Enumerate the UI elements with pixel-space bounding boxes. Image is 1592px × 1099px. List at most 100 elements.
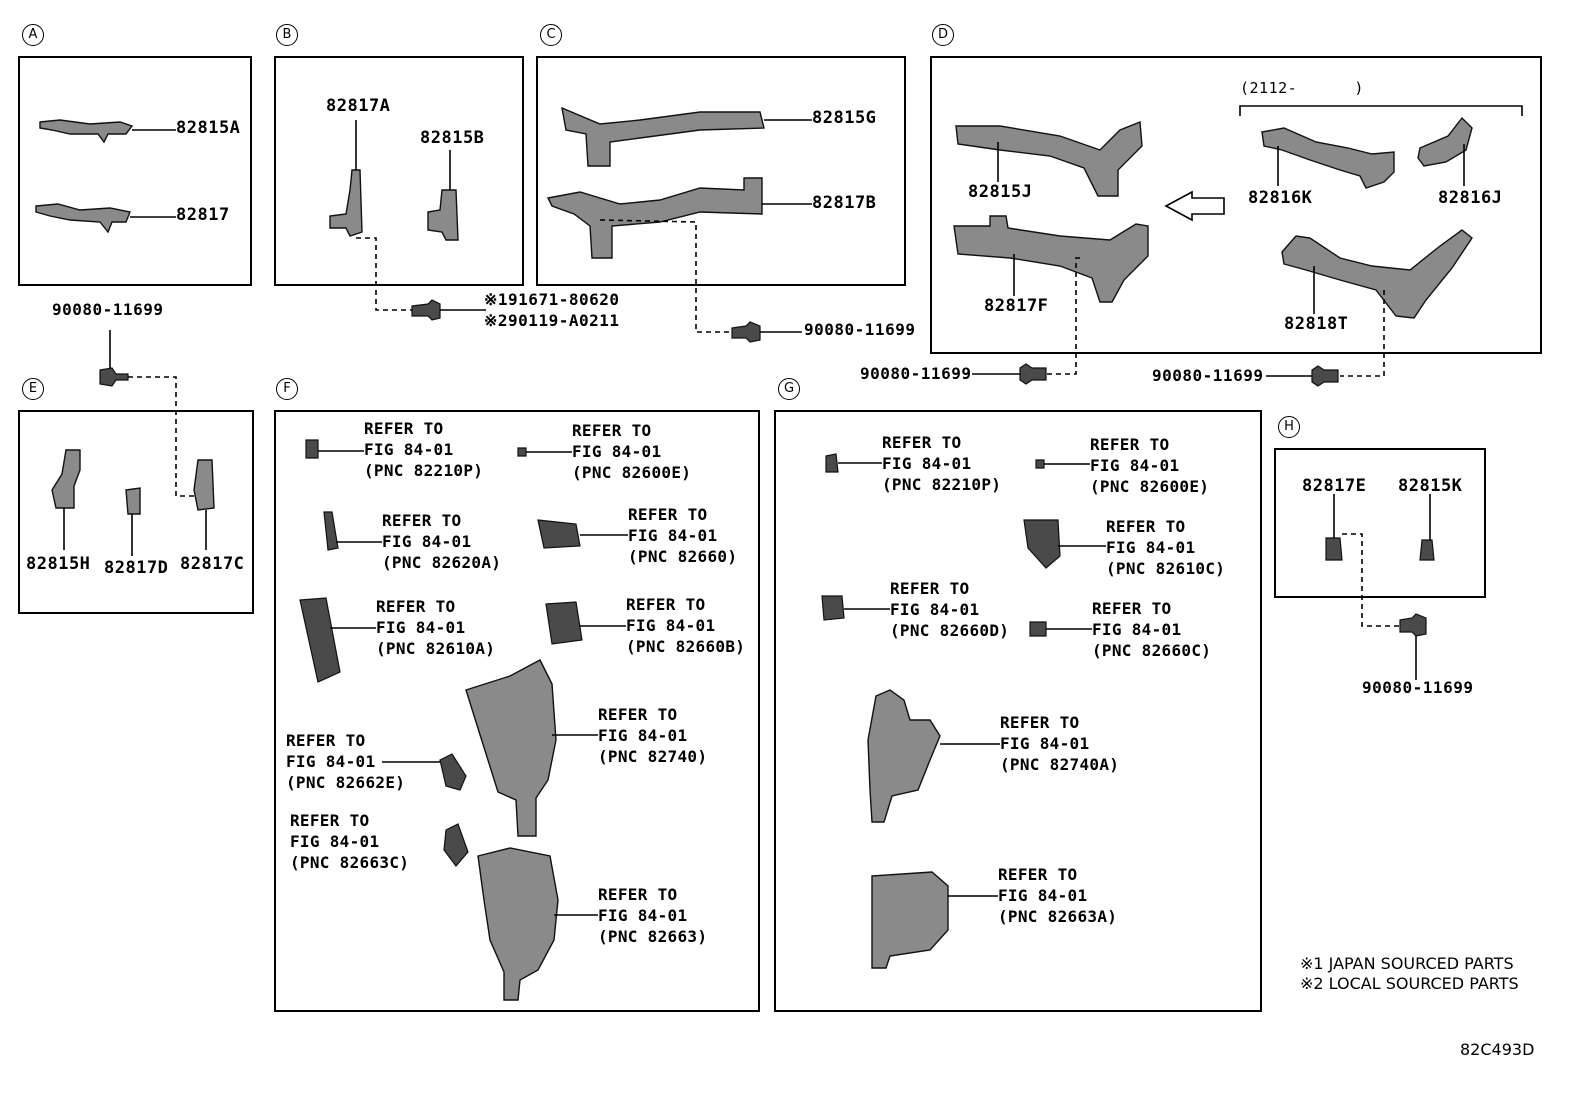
section-f-box (274, 410, 760, 1012)
f-82660-shape (537, 519, 581, 549)
fastener-c-90080-11699: 90080-11699 (804, 320, 916, 339)
part-82817C-shape (193, 459, 215, 511)
fastener-191671-80620: ※191671-80620 (484, 290, 620, 309)
section-b-box (274, 56, 524, 286)
part-number-82815A: 82815A (176, 118, 241, 138)
part-82817A-shape (329, 169, 363, 237)
section-a-box (18, 56, 252, 286)
g-82600E-shape (1035, 459, 1045, 469)
arrow-left-shape (1164, 190, 1225, 222)
diagram-code: 82C493D (1460, 1040, 1535, 1059)
section-g-box (774, 410, 1262, 1012)
f-82663-shape (477, 847, 559, 1001)
part-82815G-shape (561, 106, 765, 167)
g-82663A-shape (871, 871, 949, 969)
section-h-box (1274, 448, 1486, 598)
part-number-82817A: 82817A (326, 96, 391, 116)
section-label-g: G (778, 378, 800, 400)
bolt-h-shape (1399, 613, 1427, 637)
section-label-b: B (276, 24, 298, 46)
part-82816J-shape (1417, 116, 1473, 167)
part-82817E-shape (1325, 537, 1343, 561)
section-e-box (18, 410, 254, 614)
part-number-82816K: 82816K (1248, 188, 1313, 208)
part-number-82815J: 82815J (968, 182, 1033, 202)
part-82817D-shape (125, 487, 141, 515)
g-82660C-shape (1029, 621, 1047, 637)
legend-local-sourced: ※2 LOCAL SOURCED PARTS (1300, 974, 1519, 993)
bolt-d2-shape (1311, 365, 1339, 387)
f-82660B-shape (545, 601, 583, 645)
g-82610C-shape (1023, 519, 1061, 569)
f-82740-shape (465, 659, 557, 837)
part-82815H-shape (51, 449, 81, 509)
part-number-82817E: 82817E (1302, 476, 1367, 496)
section-label-d: D (932, 24, 954, 46)
part-number-82815G: 82815G (812, 108, 877, 128)
f-82662E-shape (439, 753, 467, 791)
part-82817B-shape (546, 177, 763, 259)
part-number-82817B: 82817B (812, 193, 877, 213)
f-82663C-shape (443, 823, 469, 867)
part-number-82817D: 82817D (104, 558, 169, 578)
bolt-e-shape (99, 367, 129, 387)
part-82818T-shape (1281, 229, 1473, 319)
part-82817-shape (35, 203, 131, 234)
g-82660D-shape (821, 595, 845, 621)
part-number-82816J: 82816J (1438, 188, 1503, 208)
part-82816K-shape (1261, 127, 1395, 189)
bolt-c-shape (731, 321, 761, 343)
section-c-box (536, 56, 906, 286)
fastener-e-90080-11699: 90080-11699 (52, 300, 164, 319)
fastener-h-90080-11699: 90080-11699 (1362, 678, 1474, 697)
f-82210P-shape (305, 439, 319, 459)
section-label-h: H (1278, 416, 1300, 438)
g-82210P-shape (825, 453, 839, 473)
part-number-82815B: 82815B (420, 128, 485, 148)
part-number-82817F: 82817F (984, 296, 1049, 316)
section-label-c: C (540, 24, 562, 46)
g-82740A-shape (867, 689, 941, 823)
date-range-label: (2112- ) (1240, 79, 1364, 97)
section-label-f: F (276, 378, 298, 400)
part-82815A-shape (39, 119, 134, 144)
fastener-d2-90080-11699: 90080-11699 (1152, 366, 1264, 385)
section-d-box (930, 56, 1542, 354)
part-number-82815H: 82815H (26, 554, 91, 574)
part-number-82815K: 82815K (1398, 476, 1463, 496)
section-label-e: E (22, 378, 44, 400)
part-82815K-shape (1419, 539, 1435, 561)
clip-191671-shape (411, 299, 441, 321)
legend-japan-sourced: ※1 JAPAN SOURCED PARTS (1300, 954, 1514, 973)
fastener-d1-90080-11699: 90080-11699 (860, 364, 972, 383)
part-82815B-shape (427, 189, 459, 241)
part-number-82817: 82817 (176, 205, 230, 225)
fastener-90119-A0211: ※290119-A0211 (484, 311, 620, 330)
f-82610A-shape (299, 597, 341, 683)
part-82815J-shape (955, 120, 1143, 197)
part-number-82818T: 82818T (1284, 314, 1349, 334)
f-82600E-shape (517, 447, 527, 457)
part-number-82817C: 82817C (180, 554, 245, 574)
bolt-d1-shape (1019, 363, 1047, 385)
f-82620A-shape (323, 511, 339, 551)
section-label-a: A (22, 24, 44, 46)
